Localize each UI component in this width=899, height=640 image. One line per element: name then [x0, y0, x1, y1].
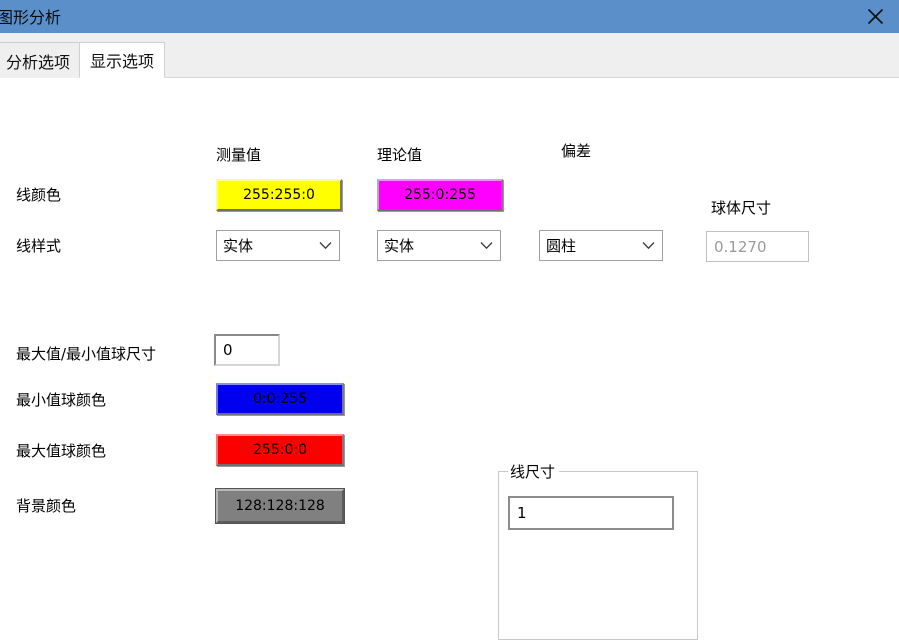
max-sphere-color-swatch[interactable]: 255:0:0	[216, 434, 344, 466]
swatch-value: 255:255:0	[243, 187, 315, 203]
min-sphere-color-swatch[interactable]: 0:0:255	[216, 383, 344, 415]
tab-label: 分析选项	[5, 52, 70, 72]
background-color-swatch[interactable]: 128:128:128	[215, 488, 345, 524]
label-sphere-size: 球体尺寸	[711, 199, 772, 217]
chevron-down-icon	[472, 241, 500, 250]
label-min-sphere-color: 最小值球颜色	[16, 391, 107, 409]
line-size-groupbox: 线尺寸 1	[498, 461, 698, 640]
line-size-input[interactable]: 1	[508, 496, 674, 530]
column-header-measured: 测量值	[216, 146, 262, 164]
label-background-color: 背景颜色	[16, 497, 77, 515]
dropdown-value: 圆柱	[546, 237, 577, 255]
window-title: 图形分析	[0, 8, 62, 27]
line-size-value: 1	[517, 504, 527, 522]
swatch-value: 128:128:128	[235, 498, 325, 514]
label-max-sphere-color: 最大值球颜色	[16, 442, 107, 460]
maxmin-sphere-size-input[interactable]: 0	[214, 334, 280, 366]
chevron-down-icon	[311, 241, 339, 250]
maxmin-sphere-size-value: 0	[223, 341, 233, 359]
swatch-value: 0:0:255	[253, 391, 307, 407]
close-icon[interactable]	[853, 0, 897, 33]
line-size-group-title: 线尺寸	[508, 461, 560, 482]
line-color-measured-swatch[interactable]: 255:255:0	[216, 179, 342, 211]
line-style-measured-dropdown[interactable]: 实体	[216, 230, 340, 261]
column-header-theoretical: 理论值	[377, 146, 423, 164]
tab-display-options[interactable]: 显示选项	[79, 42, 165, 78]
window-titlebar: 图形分析	[0, 0, 899, 33]
line-style-theoretical-dropdown[interactable]: 实体	[377, 230, 501, 261]
label-line-style: 线样式	[16, 237, 62, 255]
dropdown-value: 实体	[223, 237, 254, 255]
tab-strip: 分析选项 显示选项	[0, 33, 899, 78]
label-line-color: 线颜色	[16, 186, 62, 204]
chevron-down-icon	[634, 241, 662, 250]
column-header-deviation: 偏差	[561, 142, 592, 160]
dropdown-value: 实体	[384, 237, 415, 255]
line-style-deviation-dropdown[interactable]: 圆柱	[539, 230, 663, 261]
sphere-size-value: 0.1270	[714, 237, 767, 256]
label-maxmin-sphere-size: 最大值/最小值球尺寸	[16, 345, 157, 363]
display-options-panel: 测量值 理论值 偏差 线颜色 255:255:0 255:0:255 球体尺寸 …	[0, 78, 899, 640]
tab-analysis-options[interactable]: 分析选项	[0, 42, 80, 78]
swatch-value: 255:0:255	[404, 187, 476, 203]
swatch-value: 255:0:0	[253, 442, 307, 458]
tab-label: 显示选项	[89, 52, 154, 71]
line-color-theoretical-swatch[interactable]: 255:0:255	[377, 179, 503, 211]
sphere-size-input[interactable]: 0.1270	[706, 231, 809, 262]
